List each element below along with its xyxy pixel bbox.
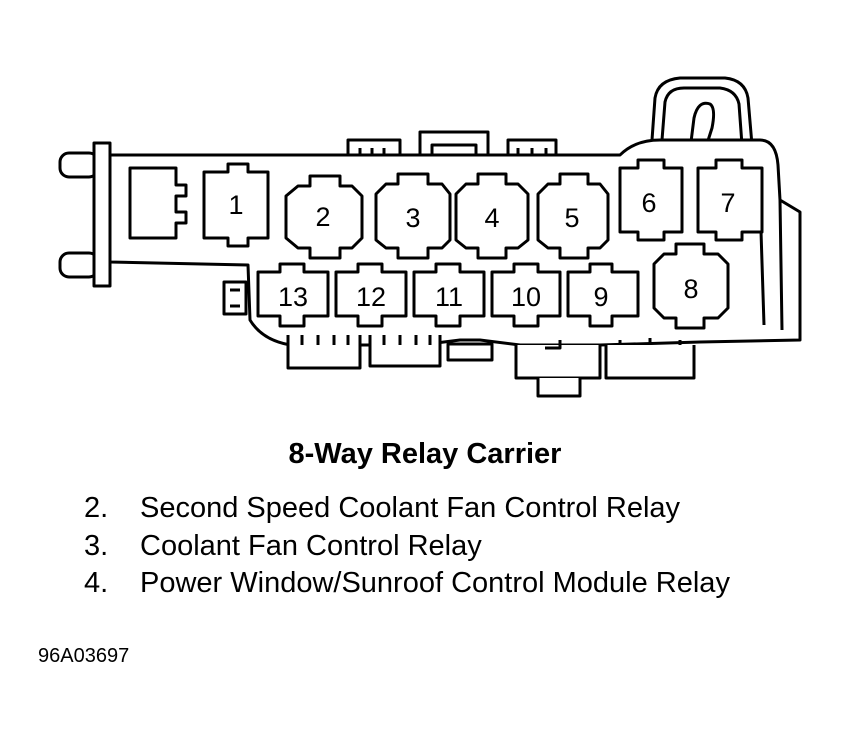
cable-connector [650,76,754,151]
relay-slot-label: 3 [405,203,420,233]
legend-item: 4. Power Window/Sunroof Control Module Re… [84,565,730,603]
relay-slot-13: 13 [256,262,330,328]
relay-slot-label: 6 [641,188,656,218]
relay-slot-1: 1 [202,162,270,248]
relay-slot-8: 8 [652,242,730,330]
relay-slot-label: 1 [228,190,243,220]
relay-slot-label: 13 [278,282,308,312]
legend-item-number: 4. [84,567,109,599]
relay-slot-label: 9 [593,282,608,312]
side-clip [222,280,248,316]
top-clips [346,130,558,155]
relay-slot-4: 4 [454,172,530,260]
legend-item-text: Power Window/Sunroof Control Module Rela… [140,567,730,599]
relay-slot-label: 2 [315,202,330,232]
relay-slot-label: 10 [511,282,541,312]
legend-item-text: Coolant Fan Control Relay [140,529,482,562]
relay-legend: 2. Second Speed Coolant Fan Control Relay… [84,490,730,603]
relay-slot-7: 7 [696,158,764,242]
legend-item: 3. Coolant Fan Control Relay [84,528,730,566]
left-flange [92,141,112,288]
legend-item-text: Second Speed Coolant Fan Control Relay [140,492,681,524]
relay-slot-2: 2 [284,174,364,260]
relay-slot-label: 12 [356,282,386,312]
relay-slot-6: 6 [618,158,684,242]
mounting-pin-top [58,151,100,179]
relay-slot-11: 11 [412,262,486,328]
relay-slot-10: 10 [490,262,562,328]
relay-slot-12: 12 [334,262,408,328]
relay-carrier-diagram: 1 2 3 4 5 6 7 8 9 10 11 [58,76,802,398]
relay-slot-label: 5 [564,203,579,233]
relay-slot-label: 8 [683,274,698,304]
relay-slot-label: 4 [484,203,499,233]
figure-id: 96A03697 [38,645,130,667]
mounting-pin-bottom [58,251,100,279]
relay-slot-label: 7 [720,188,735,218]
diagram-caption: 8-Way Relay Carrier [288,438,562,470]
left-opening [128,166,188,240]
relay-slot-9: 9 [566,262,640,328]
bottom-connectors [286,335,696,398]
legend-item: 2. Second Speed Coolant Fan Control Relay [84,490,730,528]
legend-item-number: 2. [84,492,109,524]
relay-slot-5: 5 [536,172,610,260]
relay-slot-3: 3 [374,172,452,260]
relay-slot-label: 11 [435,282,463,312]
legend-item-number: 3. [84,529,109,562]
